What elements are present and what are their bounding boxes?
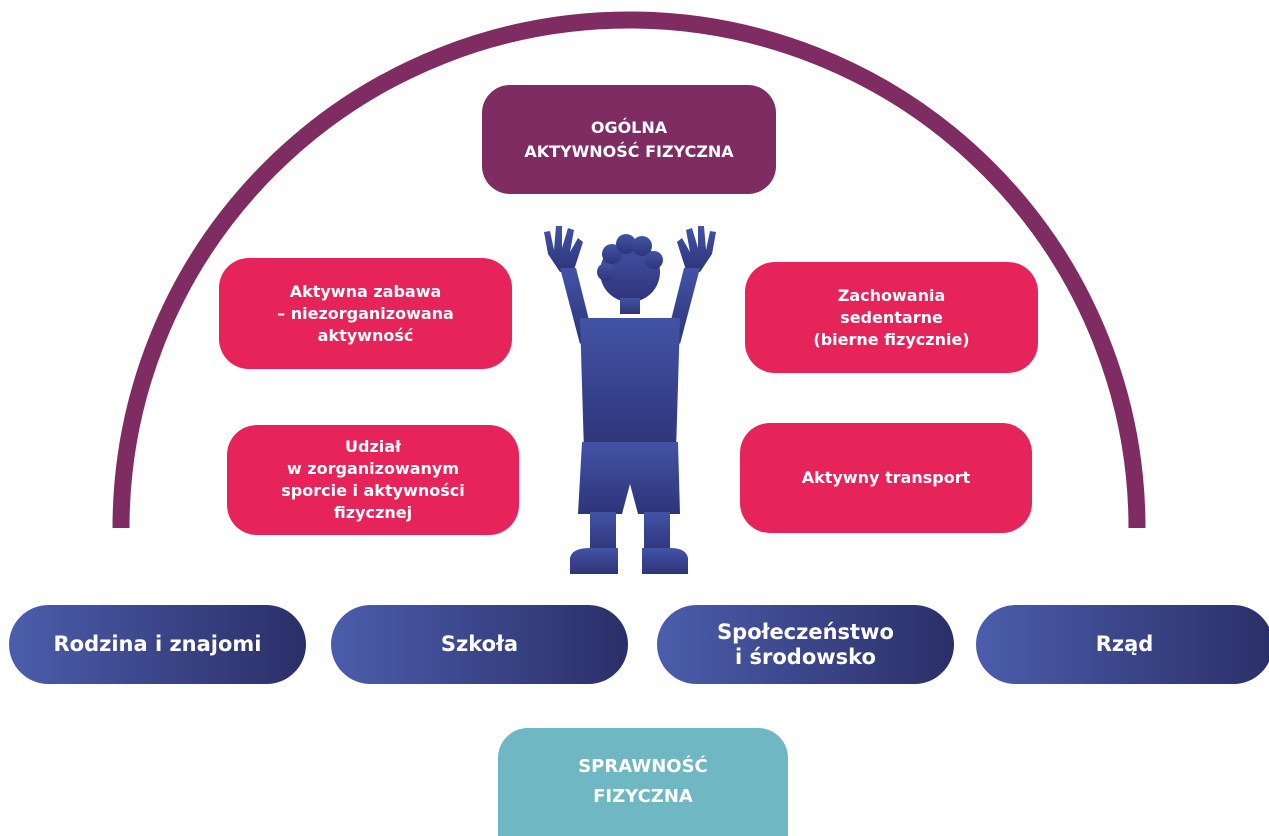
pillar-school: Szkoła [331, 605, 628, 684]
pillar-community-environment: Społeczeństwo i środowsko [657, 605, 954, 684]
physical-fitness-box: SPRAWNOŚĆ FIZYCZNA [498, 728, 788, 836]
active-play-box: Aktywna zabawa – niezorganizowana aktywn… [219, 258, 512, 369]
pillar-government: Rząd [976, 605, 1269, 684]
active-transport-box: Aktywny transport [740, 423, 1032, 533]
pillar-family-friends: Rodzina i znajomi [9, 605, 306, 684]
child-silhouette-icon [544, 226, 716, 574]
overall-physical-activity-box: OGÓLNA AKTYWNOŚĆ FIZYCZNA [482, 85, 776, 194]
sedentary-behaviour-box: Zachowania sedentarne (bierne fizycznie) [745, 262, 1038, 373]
organized-sport-box: Udział w zorganizowanym sporcie i aktywn… [227, 425, 519, 535]
